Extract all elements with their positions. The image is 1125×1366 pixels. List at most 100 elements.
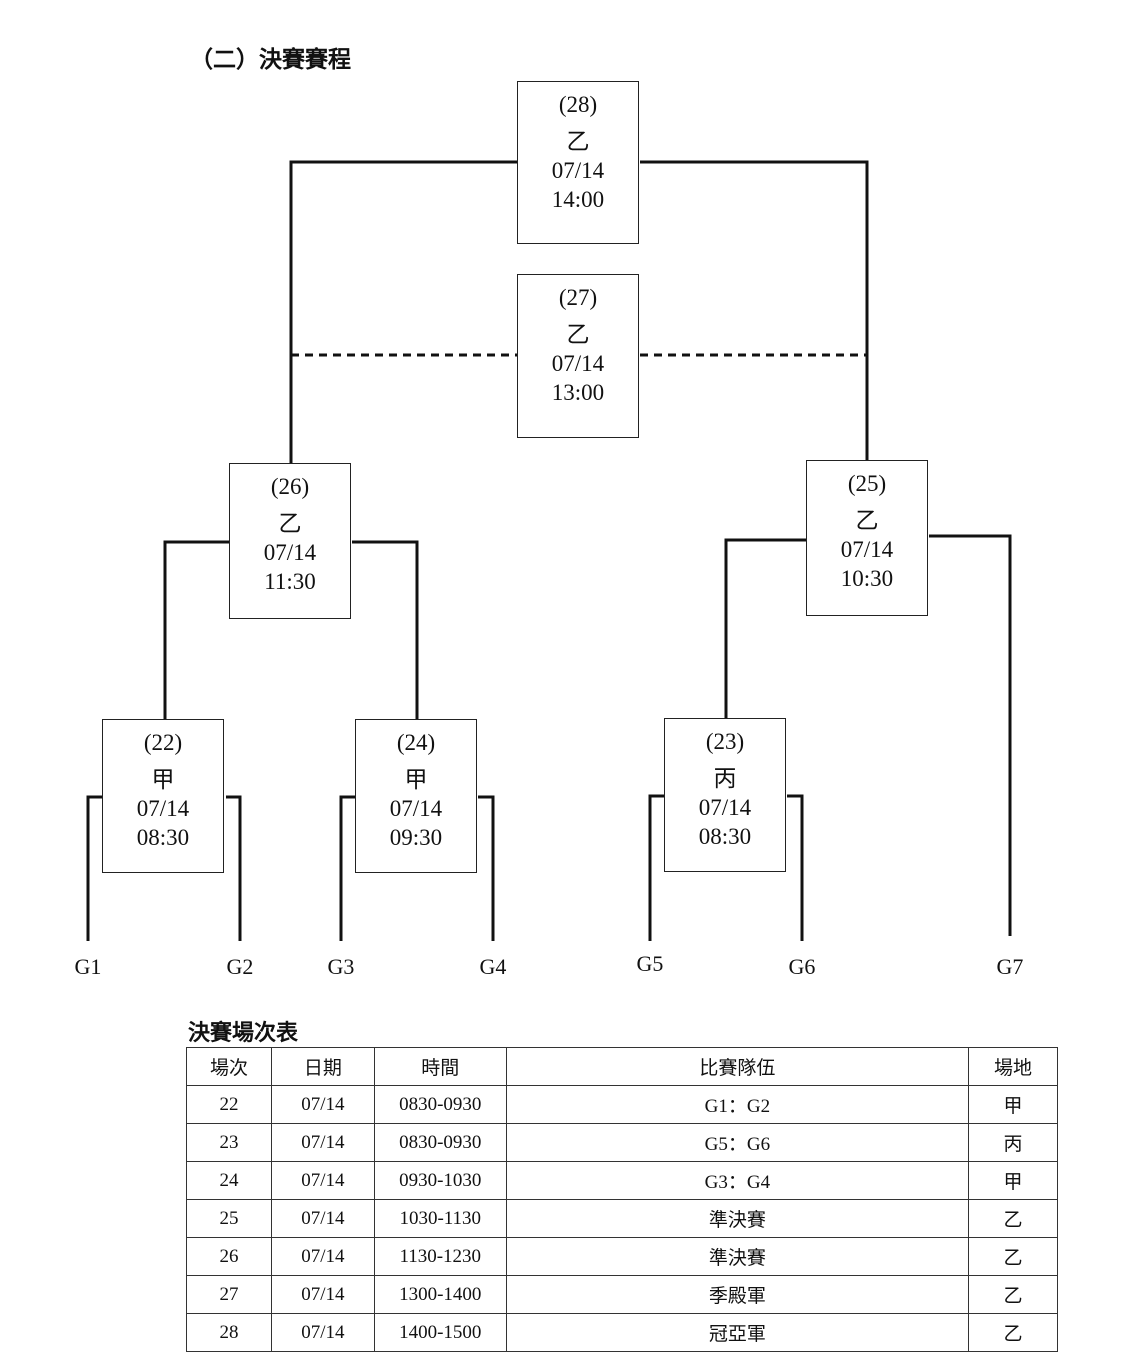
match-date: 07/14 — [551, 158, 605, 183]
table-cell: 乙 — [968, 1237, 1058, 1276]
match-time: 08:30 — [136, 825, 190, 850]
table-cell: 0930-1030 — [373, 1161, 507, 1200]
match-number: (22) — [143, 730, 183, 755]
match-number: (28) — [558, 92, 598, 117]
table-cell: 25 — [186, 1199, 272, 1238]
match-date: 07/14 — [698, 795, 752, 820]
table-header-cell: 時間 — [373, 1047, 507, 1086]
match-date: 07/14 — [136, 796, 190, 821]
match-box-23: (23) 丙 07/14 08:30 — [664, 718, 786, 872]
bracket-line-g5 — [648, 794, 665, 941]
match-time: 08:30 — [698, 824, 752, 849]
match-box-24: (24) 甲 07/14 09:30 — [355, 719, 477, 873]
table-cell: 07/14 — [270, 1199, 375, 1238]
match-venue: 甲 — [151, 767, 175, 792]
match-time: 11:30 — [264, 569, 316, 594]
table-header-row: 場次 日期 時間 比賽隊伍 場地 — [186, 1047, 1058, 1086]
group-label-g7: G7 — [996, 954, 1024, 979]
bracket-line-m25-right — [929, 534, 1012, 936]
match-box-26: (26) 乙 07/14 11:30 — [229, 463, 351, 619]
group-label-g6: G6 — [788, 954, 816, 979]
match-venue: 甲 — [404, 767, 428, 792]
table-cell: 07/14 — [270, 1313, 375, 1352]
match-venue: 乙 — [855, 508, 879, 533]
table-cell: 27 — [186, 1275, 272, 1314]
table-cell: 07/14 — [270, 1237, 375, 1276]
table-cell: 乙 — [968, 1313, 1058, 1352]
match-number: (25) — [847, 471, 887, 496]
table-cell: 28 — [186, 1313, 272, 1352]
bracket-line-g2 — [226, 795, 242, 941]
bracket-line-m25-left — [724, 538, 806, 720]
table-cell: 0830-0930 — [373, 1123, 507, 1162]
match-venue: 乙 — [278, 511, 302, 536]
table-row: 25 07/14 1030-1130 準決賽 乙 — [186, 1199, 1058, 1238]
match-date: 07/14 — [263, 540, 317, 565]
match-box-27: (27) 乙 07/14 13:00 — [517, 274, 639, 438]
schedule-table: 場次 日期 時間 比賽隊伍 場地 22 07/14 0830-0930 G1：G… — [186, 1047, 1058, 1352]
table-cell: 24 — [186, 1161, 272, 1200]
table-header-cell: 場地 — [968, 1047, 1058, 1086]
table-cell: 07/14 — [270, 1275, 375, 1314]
table-cell: 07/14 — [270, 1123, 375, 1162]
bracket-lines — [86, 160, 1012, 941]
match-date: 07/14 — [840, 537, 894, 562]
table-cell: 0830-0930 — [373, 1085, 507, 1124]
table-cell: G1：G2 — [505, 1085, 970, 1124]
match-box-25: (25) 乙 07/14 10:30 — [806, 460, 928, 616]
table-cell: 季殿軍 — [505, 1275, 970, 1314]
table-row: 23 07/14 0830-0930 G5：G6 丙 — [186, 1123, 1058, 1162]
match-date: 07/14 — [551, 351, 605, 376]
match-time: 14:00 — [551, 187, 605, 212]
group-label-g2: G2 — [226, 954, 254, 979]
group-label-g5: G5 — [636, 951, 664, 976]
table-cell: 乙 — [968, 1275, 1058, 1314]
match-venue: 乙 — [566, 322, 590, 347]
bracket-line-g6 — [787, 794, 804, 941]
match-number: (24) — [396, 730, 436, 755]
table-row: 26 07/14 1130-1230 準決賽 乙 — [186, 1237, 1058, 1276]
table-header-cell: 場次 — [186, 1047, 272, 1086]
match-number: (27) — [558, 285, 598, 310]
table-cell: 1300-1400 — [373, 1275, 507, 1314]
table-header-cell: 日期 — [270, 1047, 375, 1086]
match-time: 13:00 — [551, 380, 605, 405]
group-label-g1: G1 — [74, 954, 102, 979]
bracket-line-final-right — [640, 160, 869, 462]
match-box-28: (28) 乙 07/14 14:00 — [517, 81, 639, 244]
bracket-line-m26-right — [352, 540, 419, 721]
section-title: （二）決賽賽程 — [190, 47, 351, 72]
bracket-line-g3 — [339, 795, 356, 941]
table-cell: 甲 — [968, 1085, 1058, 1124]
table-cell: 1400-1500 — [373, 1313, 507, 1352]
match-date: 07/14 — [389, 796, 443, 821]
table-cell: 22 — [186, 1085, 272, 1124]
table-cell: 1130-1230 — [373, 1237, 507, 1276]
match-venue: 丙 — [713, 766, 737, 791]
bracket-line-m26-left — [163, 540, 230, 721]
table-row: 22 07/14 0830-0930 G1：G2 甲 — [186, 1085, 1058, 1124]
match-box-22: (22) 甲 07/14 08:30 — [102, 719, 224, 873]
match-venue: 乙 — [566, 129, 590, 154]
bracket-line-g1 — [86, 795, 103, 941]
bracket-line-final-left — [289, 160, 517, 465]
match-number: (23) — [705, 729, 745, 754]
table-cell: G5：G6 — [505, 1123, 970, 1162]
table-cell: 乙 — [968, 1199, 1058, 1238]
match-time: 10:30 — [840, 566, 894, 591]
table-cell: 07/14 — [270, 1085, 375, 1124]
table-cell: 1030-1130 — [373, 1199, 507, 1238]
table-cell: 26 — [186, 1237, 272, 1276]
match-time: 09:30 — [389, 825, 443, 850]
match-number: (26) — [270, 474, 310, 499]
table-row: 27 07/14 1300-1400 季殿軍 乙 — [186, 1275, 1058, 1314]
group-label-g4: G4 — [479, 954, 507, 979]
bracket-line-g4 — [478, 795, 495, 941]
table-cell: 準決賽 — [505, 1199, 970, 1238]
table-header-cell: 比賽隊伍 — [505, 1047, 970, 1086]
table-cell: 07/14 — [270, 1161, 375, 1200]
table-cell: 準決賽 — [505, 1237, 970, 1276]
group-label-g3: G3 — [327, 954, 355, 979]
table-cell: G3：G4 — [505, 1161, 970, 1200]
table-cell: 甲 — [968, 1161, 1058, 1200]
